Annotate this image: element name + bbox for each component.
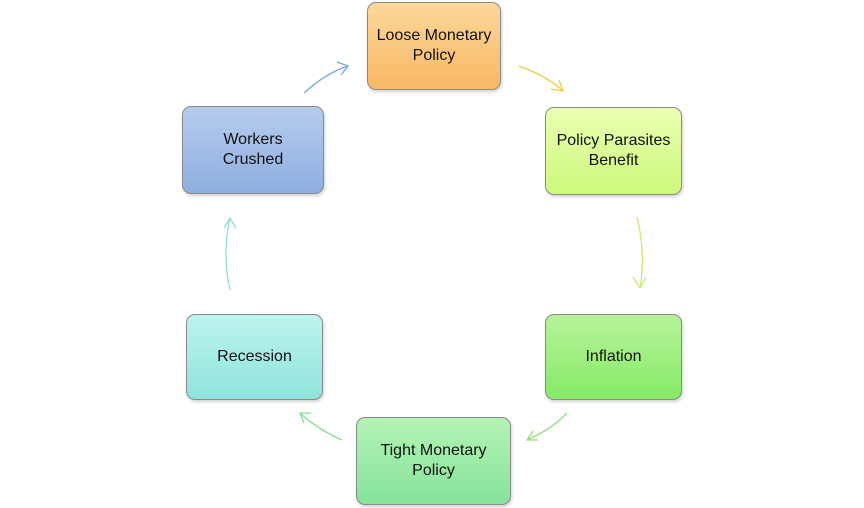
node-workers-crushed: Workers Crushed xyxy=(182,106,324,194)
node-label: Policy Parasites Benefit xyxy=(556,132,671,169)
arrow-workers-to-loose xyxy=(303,65,349,94)
arrowhead-inflation-to-tight xyxy=(525,430,538,441)
node-recession: Recession xyxy=(186,314,323,400)
arrow-parasites-to-inflation xyxy=(636,216,644,289)
arrowhead-tight-to-recession xyxy=(299,412,311,424)
node-label: Workers Crushed xyxy=(222,131,284,168)
arrowhead-workers-to-loose xyxy=(336,61,350,76)
arrowhead-recession-to-workers xyxy=(223,216,237,229)
node-loose-monetary-policy: Loose Monetary Policy xyxy=(367,2,501,90)
node-label: Loose Monetary Policy xyxy=(376,27,492,64)
node-inflation: Inflation xyxy=(545,314,682,400)
node-label: Inflation xyxy=(585,348,642,365)
node-policy-parasites-benefit: Policy Parasites Benefit xyxy=(545,107,682,195)
node-tight-monetary-policy: Tight Monetary Policy xyxy=(356,417,511,505)
arrow-loose-to-parasites xyxy=(518,65,564,92)
arrowhead-parasites-to-inflation xyxy=(632,276,647,290)
node-label: Tight Monetary Policy xyxy=(380,442,487,479)
arrow-recession-to-workers xyxy=(225,217,231,291)
arrowhead-loose-to-parasites xyxy=(550,79,564,92)
arrow-tight-to-recession xyxy=(299,412,343,441)
arrow-inflation-to-tight xyxy=(526,412,568,441)
node-label: Recession xyxy=(217,348,292,365)
